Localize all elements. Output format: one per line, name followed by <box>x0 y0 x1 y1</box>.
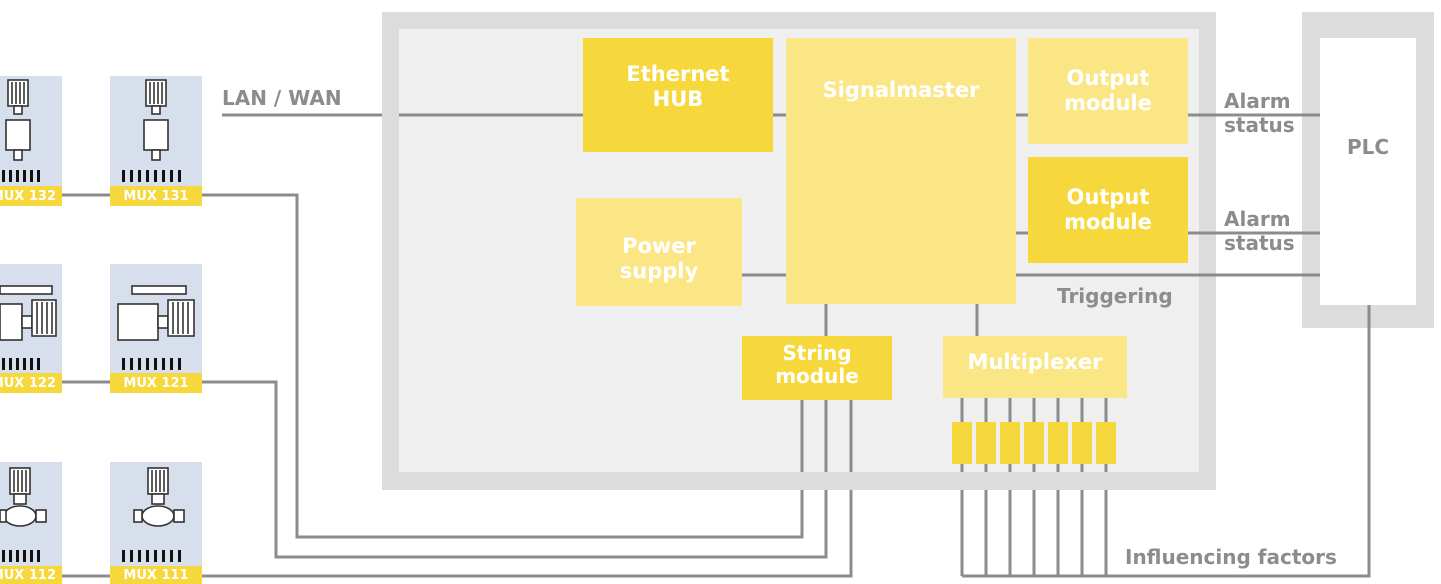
machine-tile <box>0 76 62 186</box>
mux-label: MUX 131 <box>110 186 202 206</box>
influencing-factors-label: Influencing factors <box>1125 545 1337 569</box>
ethernet-hub-module: Ethernet HUB <box>583 38 773 152</box>
mux121-cable <box>202 380 828 559</box>
power-supply-module: Power supply <box>576 198 742 306</box>
mux-label: MUX 121 <box>110 373 202 393</box>
pump-icon <box>0 467 47 562</box>
mux-label: MUX 132 <box>0 186 62 206</box>
machine-tile <box>110 76 202 186</box>
motor-vertical-icon <box>122 79 181 182</box>
multiplexer-module: Multiplexer <box>943 336 1127 398</box>
motor-vertical-icon <box>2 79 40 182</box>
sensor-block <box>976 422 996 464</box>
pump-icon <box>122 467 185 562</box>
sensor-block <box>1000 422 1020 464</box>
triggering-label: Triggering <box>1057 284 1173 308</box>
motor-horizontal-icon <box>0 285 57 370</box>
machine-tile <box>0 462 62 566</box>
lan-wan-label: LAN / WAN <box>222 86 342 110</box>
plc-label: PLC <box>1346 135 1390 159</box>
sensor-block <box>1072 422 1092 464</box>
sensor-block <box>952 422 972 464</box>
alarm-status-label-2: Alarm status <box>1224 207 1295 256</box>
signalmaster-module: Signalmaster <box>786 38 1016 304</box>
machine-tile <box>110 264 202 373</box>
sensor-block <box>1096 422 1116 464</box>
machine-tile <box>0 264 62 373</box>
plc-box <box>1320 38 1416 305</box>
sensor-block <box>1048 422 1068 464</box>
string-module: String module <box>742 336 892 400</box>
machine-tile <box>110 462 202 566</box>
mux-label: MUX 122 <box>0 373 62 393</box>
mux-label: MUX 111 <box>110 566 202 584</box>
output-module-2: Output module <box>1028 157 1188 263</box>
mux131-cable <box>202 193 804 539</box>
sensor-block <box>1024 422 1044 464</box>
motor-horizontal-icon <box>117 285 195 370</box>
plc-influencing-line <box>962 305 1371 578</box>
alarm-status-label-1: Alarm status <box>1224 89 1295 138</box>
output-module-1: Output module <box>1028 38 1188 144</box>
mux-label: MUX 112 <box>0 566 62 584</box>
